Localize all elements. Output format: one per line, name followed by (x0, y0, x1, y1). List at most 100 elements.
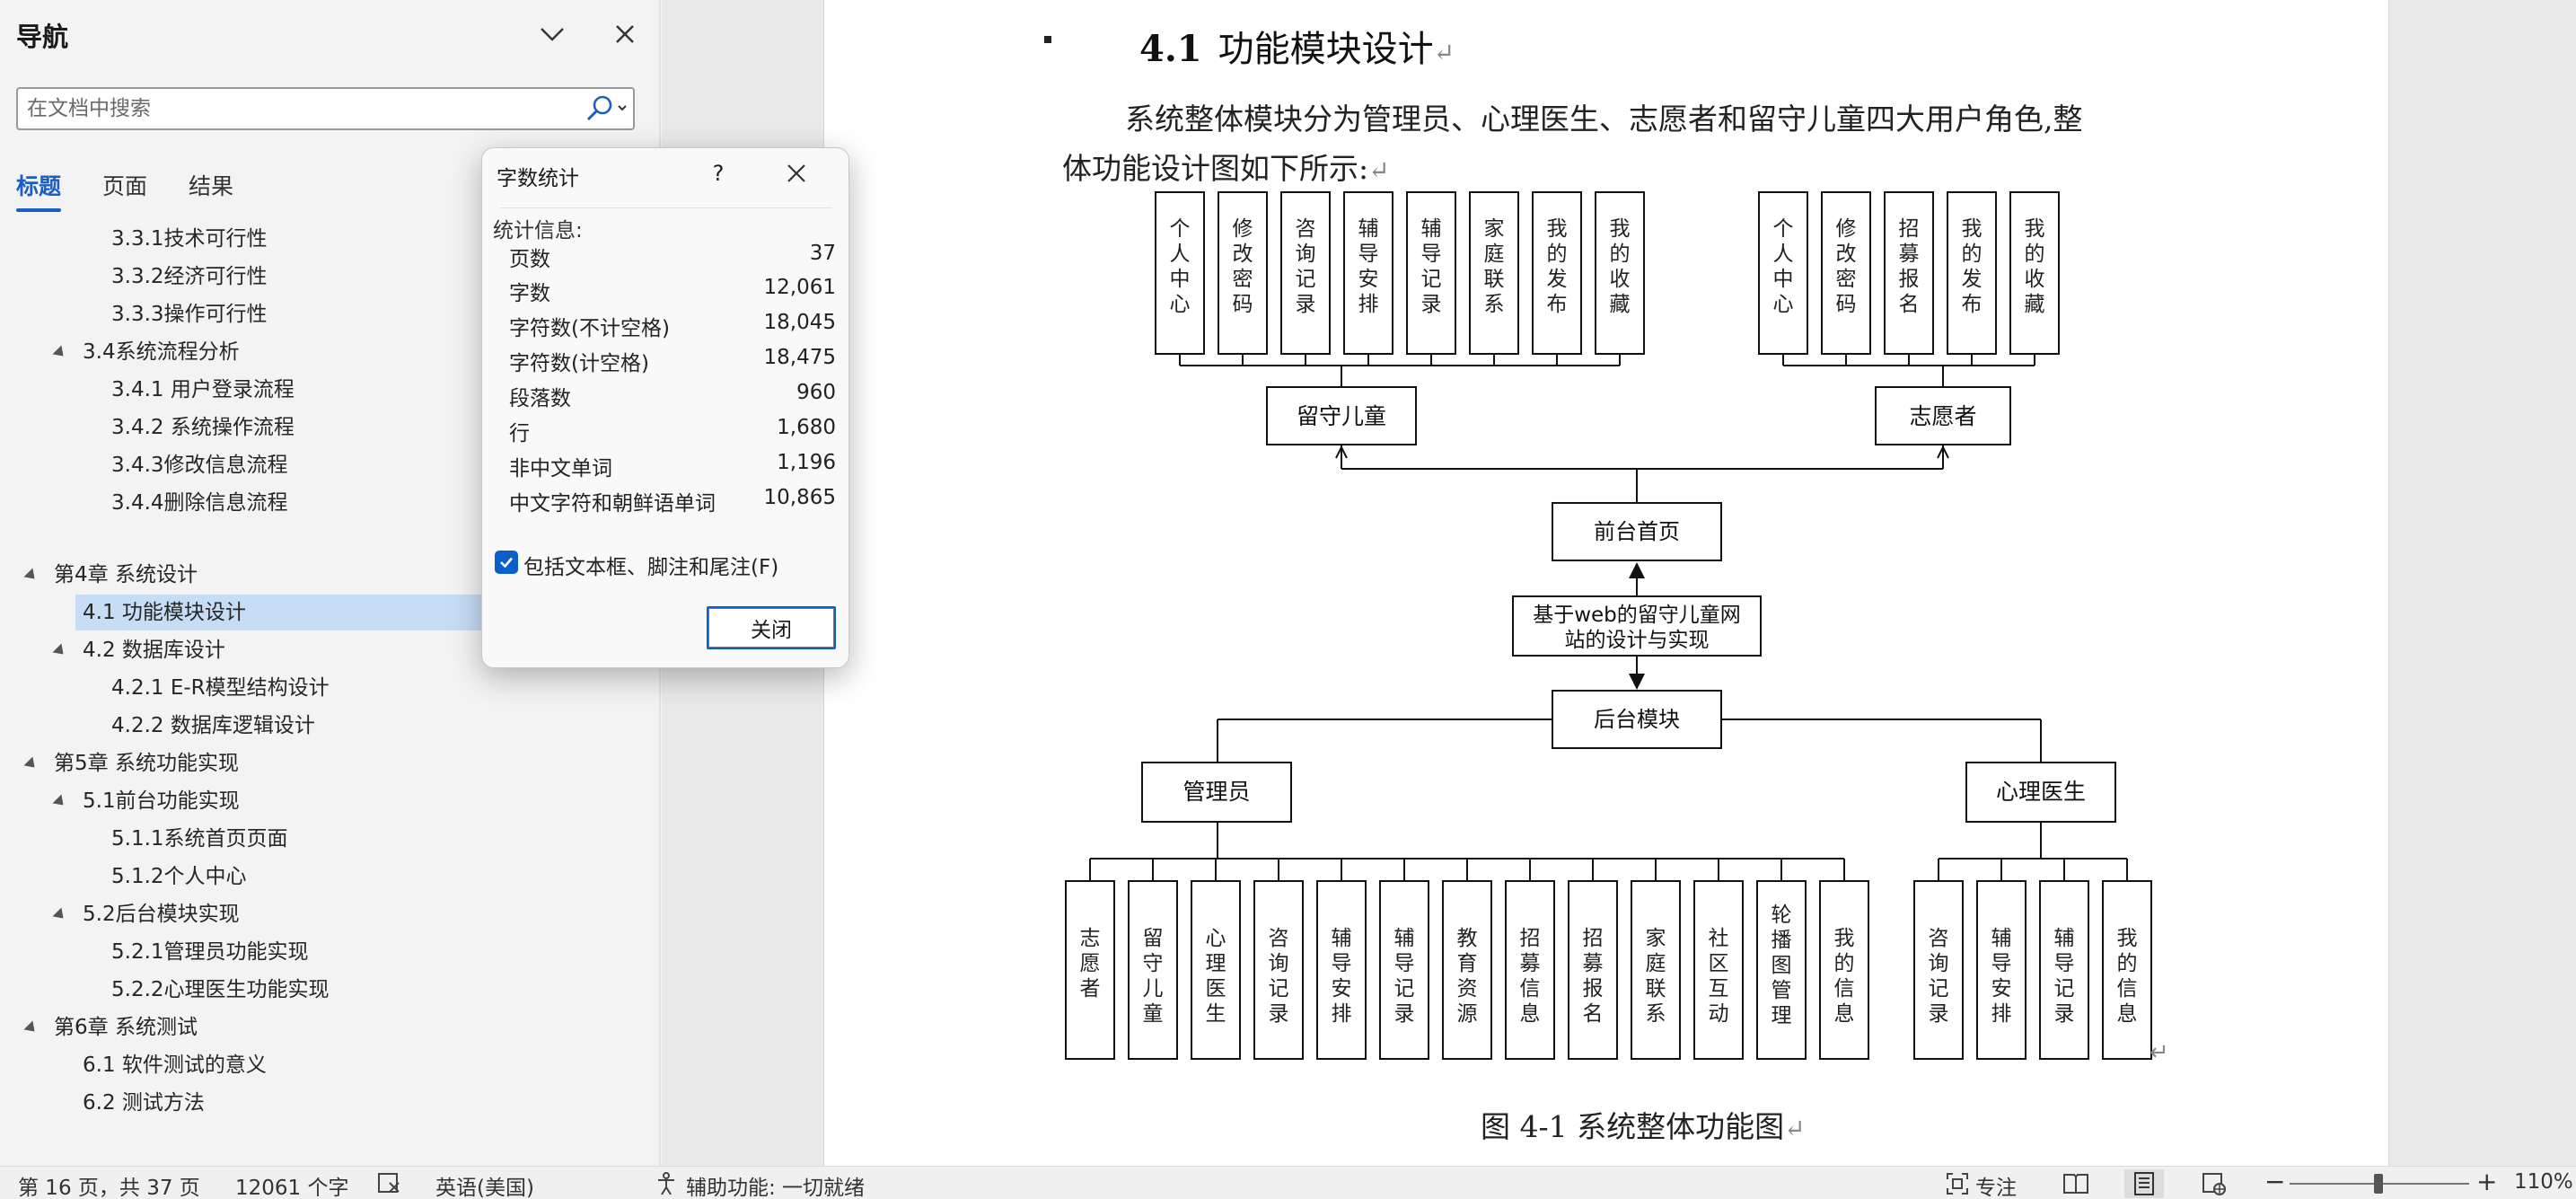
function-label-char: 育 (1457, 952, 1478, 975)
search-button[interactable] (581, 93, 631, 125)
tree-item[interactable]: 5.1前台功能实现 (83, 783, 240, 819)
close-button[interactable]: 关闭 (707, 606, 836, 649)
function-label-char: 社 (1709, 927, 1729, 950)
role-box-volunteer (1875, 386, 2011, 445)
tree-item-label: 3.4系统流程分析 (83, 340, 240, 364)
function-box (1693, 880, 1744, 1060)
role-label: 志愿者 (1909, 403, 1976, 429)
function-box (1316, 880, 1367, 1060)
function-box (1884, 191, 1934, 355)
stat-label: 行 (509, 422, 530, 445)
function-box (1218, 191, 1268, 355)
proofing-icon[interactable] (377, 1172, 402, 1199)
search-input[interactable] (27, 89, 575, 128)
tree-item-selected[interactable]: 4.1 功能模块设计 (75, 595, 488, 630)
tree-item[interactable]: 4.2 数据库设计 (83, 632, 225, 668)
tree-item[interactable]: 3.4系统流程分析 (83, 334, 240, 370)
tree-item[interactable]: 3.4.3修改信息流程 (111, 447, 288, 483)
expand-arrow-icon[interactable] (52, 345, 68, 361)
nav-close-button[interactable] (607, 16, 643, 52)
expand-arrow-icon[interactable] (52, 907, 68, 923)
tab-results[interactable]: 结果 (189, 173, 234, 199)
tree-item[interactable]: 4.2.2 数据库逻辑设计 (111, 708, 315, 744)
tree-item[interactable]: 3.4.4删除信息流程 (111, 485, 288, 521)
function-label-char: 我 (1962, 217, 1983, 241)
function-label-char: 发 (1547, 268, 1568, 291)
tree-item[interactable]: 6.2 测试方法 (83, 1085, 205, 1121)
zoom-level[interactable]: 110% (2514, 1170, 2573, 1194)
tab-headings[interactable]: 标题 (16, 173, 62, 199)
language[interactable]: 英语(美国) (435, 1177, 534, 1199)
tree-item-label: 3.3.1技术可行性 (111, 227, 268, 251)
zoom-out-button[interactable]: − (2264, 1167, 2286, 1196)
expand-arrow-icon[interactable] (23, 568, 40, 584)
dialog-close-button[interactable] (778, 155, 814, 191)
read-mode-button[interactable] (2056, 1169, 2096, 1198)
tab-pages[interactable]: 页面 (102, 173, 148, 199)
include-textboxes-label[interactable]: 包括文本框、脚注和尾注(F) (523, 556, 779, 579)
tree-item[interactable]: 5.2后台模块实现 (83, 896, 240, 932)
root-label-line: 站的设计与实现 (1565, 629, 1710, 652)
tree-item[interactable]: 5.1.1系统首页页面 (111, 821, 288, 857)
function-label-char: 招 (1583, 927, 1604, 950)
tree-item[interactable]: 3.3.1技术可行性 (111, 221, 268, 257)
tree-item[interactable]: 第6章 系统测试 (54, 1009, 198, 1045)
body-text-line-2[interactable]: 体功能设计图如下所示:↵ (1062, 145, 1390, 188)
function-label-char: 藏 (2025, 293, 2045, 316)
role-box-doctor (1965, 762, 2116, 823)
expand-arrow-icon[interactable] (23, 1020, 40, 1036)
tree-item[interactable]: 第5章 系统功能实现 (54, 745, 239, 781)
body-text-line-1[interactable]: 系统整体模块分为管理员、心理医生、志愿者和留守儿童四大用户角色,整 (1125, 101, 2083, 137)
function-label-char: 导 (1394, 952, 1415, 975)
accessibility-icon (654, 1171, 679, 1199)
focus-button[interactable]: 专注 (1975, 1177, 2017, 1199)
tree-item[interactable]: 6.1 软件测试的意义 (83, 1047, 267, 1083)
tree-item[interactable]: 3.3.2经济可行性 (111, 259, 268, 295)
zoom-in-button[interactable]: + (2476, 1167, 2498, 1196)
function-label-char: 咨 (1296, 217, 1316, 241)
function-box (1568, 880, 1618, 1060)
function-label-char: 募 (1899, 242, 1920, 266)
expand-arrow-icon[interactable] (23, 756, 40, 772)
tree-item[interactable]: 3.3.3操作可行性 (111, 296, 268, 332)
function-label-char: 排 (1332, 1002, 1352, 1026)
function-box (2009, 191, 2060, 355)
accessibility-status[interactable]: 辅助功能: 一切就绪 (686, 1177, 866, 1199)
function-label-char: 人 (1773, 242, 1794, 266)
print-layout-button[interactable] (2124, 1169, 2164, 1198)
page-layout-icon (2134, 1172, 2154, 1195)
page-info[interactable]: 第 16 页，共 37 页 (18, 1177, 200, 1199)
nav-options-button[interactable] (534, 16, 570, 52)
nav-title: 导航 (16, 22, 69, 52)
focus-icon (1945, 1171, 1970, 1199)
include-textboxes-checkbox[interactable] (495, 551, 518, 574)
active-tab-indicator (16, 208, 61, 212)
function-label-char: 的 (2025, 242, 2045, 266)
function-label-char: 留 (1143, 927, 1164, 950)
tree-item[interactable]: 3.4.2 系统操作流程 (111, 410, 295, 445)
web-layout-button[interactable] (2194, 1169, 2234, 1198)
help-button[interactable]: ? (712, 161, 725, 186)
function-label-char: 招 (1520, 927, 1541, 950)
function-box (2102, 880, 2152, 1060)
function-label-char: 修 (1836, 217, 1857, 241)
tree-item[interactable]: 3.4.1 用户登录流程 (111, 372, 295, 408)
function-label-char: 录 (1296, 293, 1316, 316)
tree-item[interactable]: 第4章 系统设计 (54, 557, 198, 593)
word-count[interactable]: 12061 个字 (235, 1177, 349, 1199)
tree-item[interactable]: 5.2.1管理员功能实现 (111, 934, 309, 970)
function-label-char: 密 (1836, 268, 1857, 291)
tree-item[interactable]: 4.2.1 E-R模型结构设计 (111, 670, 330, 706)
figure-caption-text: 图 4-1 系统整体功能图 (1481, 1109, 1785, 1144)
zoom-slider-thumb[interactable] (2374, 1174, 2383, 1194)
expand-arrow-icon[interactable] (52, 643, 68, 659)
figure-caption[interactable]: 图 4-1 系统整体功能图↵ (1481, 1103, 1806, 1146)
function-box (1191, 880, 1241, 1060)
expand-arrow-icon[interactable] (52, 794, 68, 810)
tree-item[interactable]: 5.1.2个人中心 (111, 859, 247, 895)
function-label-char: 记 (1269, 977, 1289, 1001)
tree-item[interactable]: 5.2.2心理医生功能实现 (111, 972, 330, 1008)
